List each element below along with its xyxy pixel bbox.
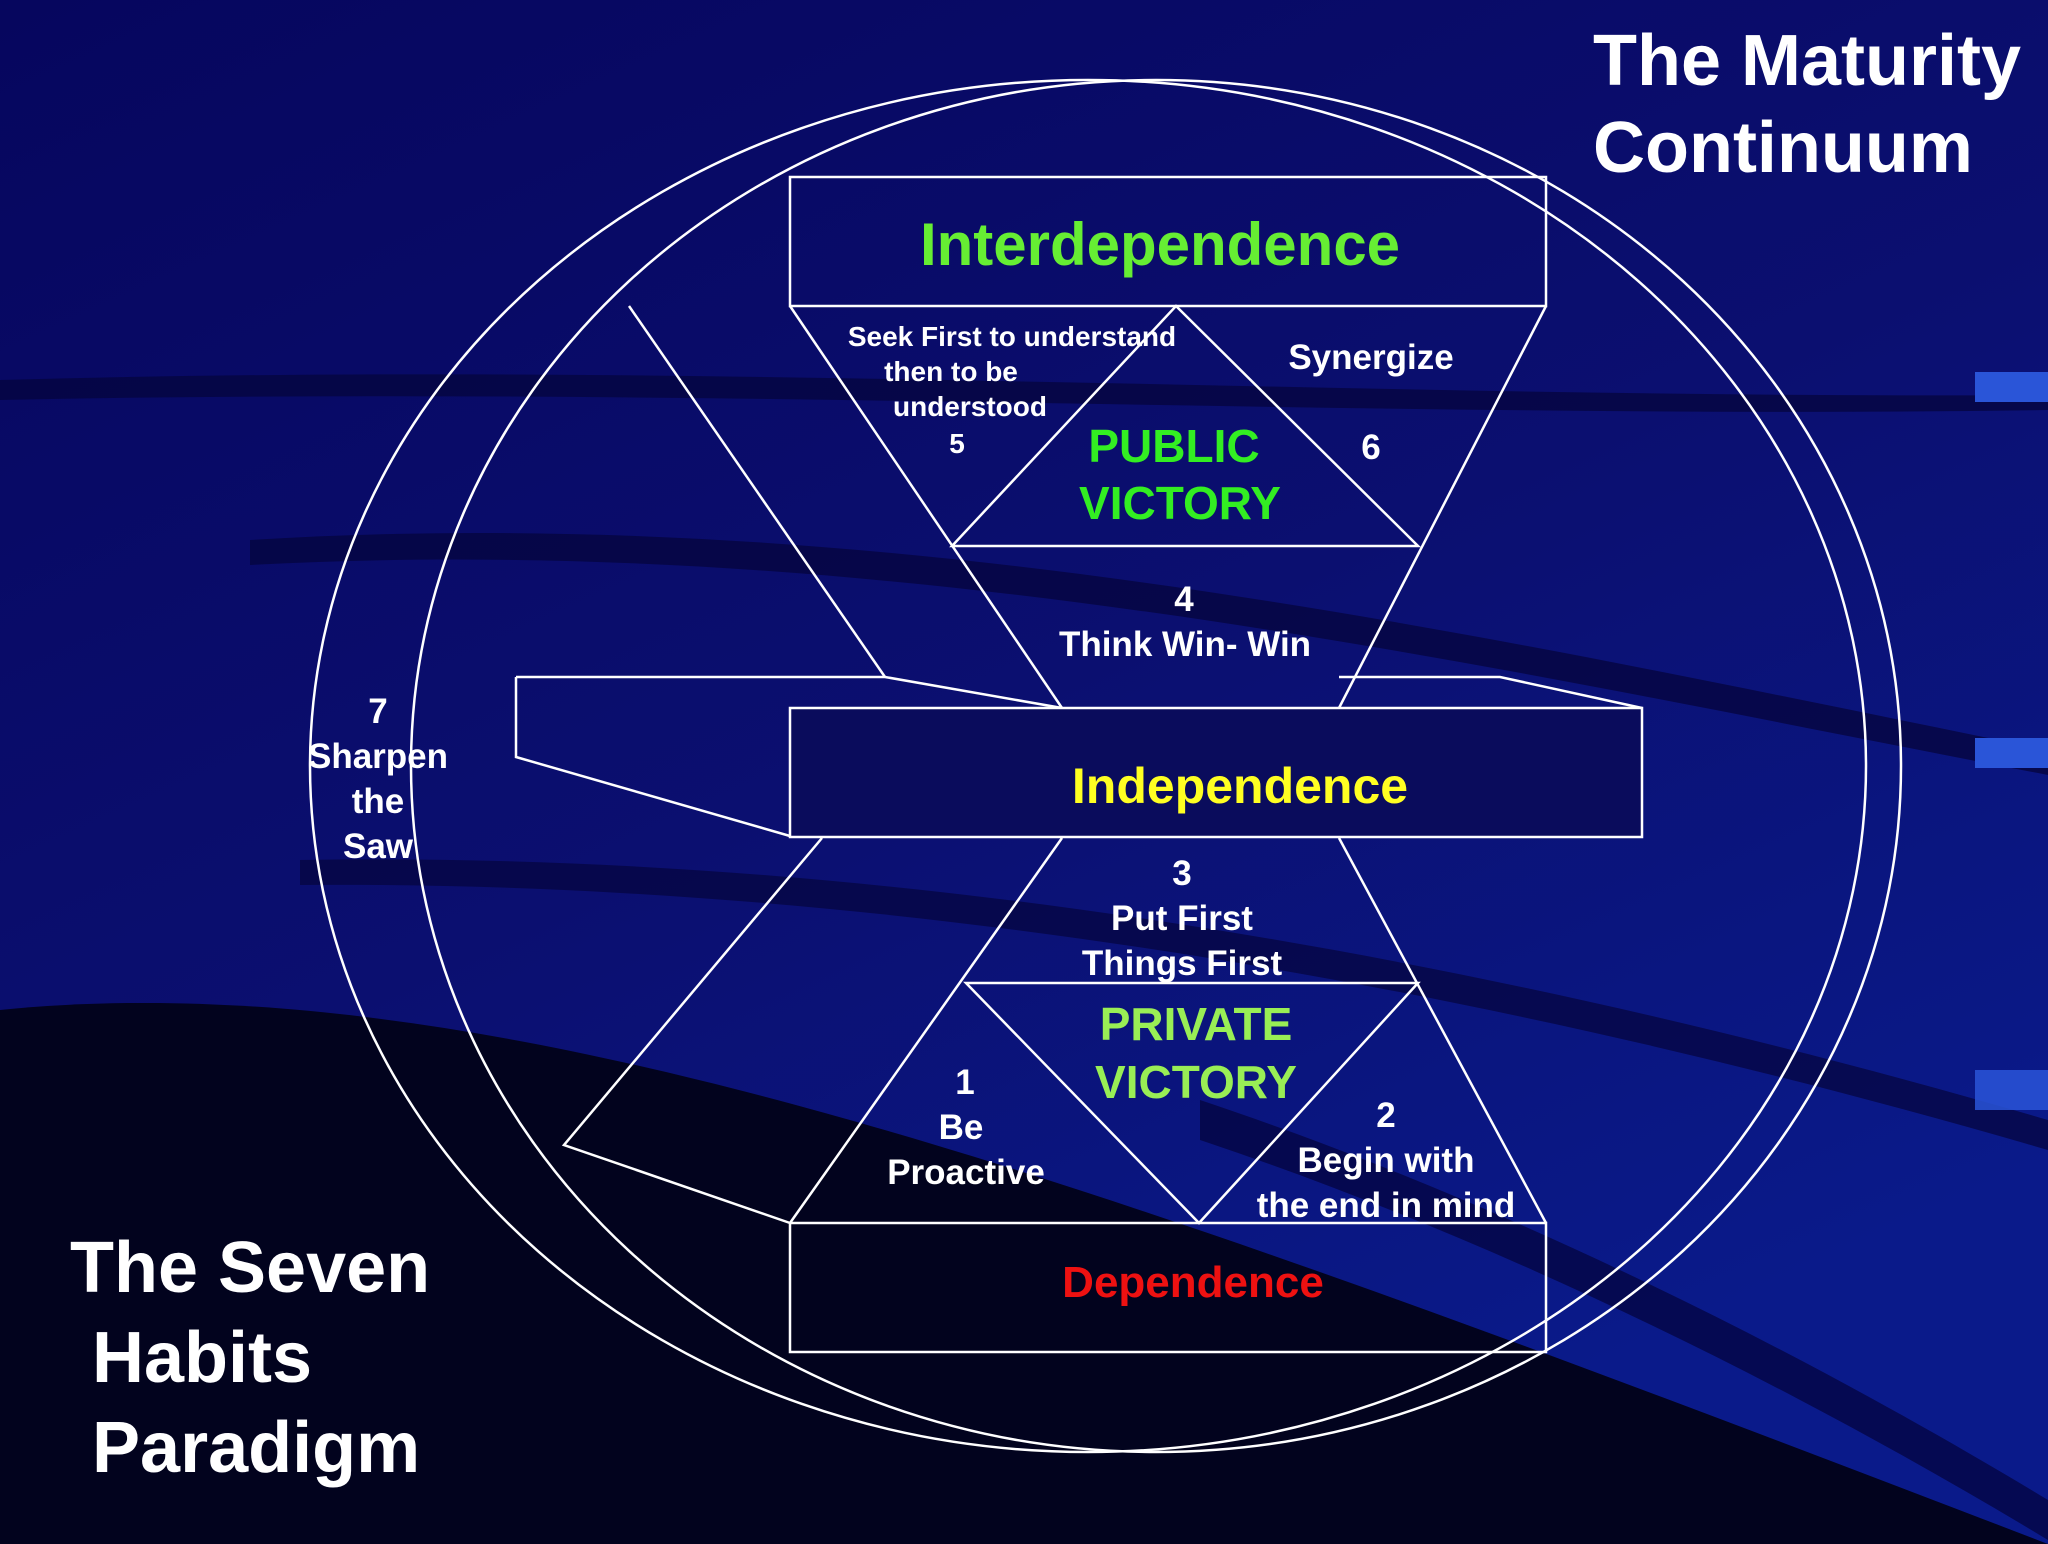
background-band-4 — [1200, 1100, 2048, 1540]
seven-habits-title-line2: Habits — [92, 1318, 312, 1398]
independence-box — [788, 706, 1644, 839]
habit2-line2: the end in mind — [1257, 1186, 1516, 1225]
maturity-title-line2: Continuum — [1593, 108, 1973, 188]
habit7-line1: Sharpen — [308, 737, 448, 776]
edge-marker-2 — [1975, 738, 2048, 768]
public-victory-line1: PUBLIC — [1088, 420, 1259, 472]
outer-circle-left — [308, 78, 1868, 1454]
habit5-number: 5 — [949, 428, 965, 459]
habit5-line3: understood — [893, 391, 1047, 422]
habit5-line1: Seek First to understand — [848, 321, 1176, 352]
background-dark-swoosh — [0, 1002, 2048, 1544]
edge-marker-1 — [1975, 372, 2048, 402]
public-victory-triangle — [949, 304, 1422, 548]
background-band-1 — [0, 374, 2048, 412]
habit7-line2: the — [352, 782, 405, 821]
habit6-label: Synergize — [1288, 338, 1453, 377]
private-victory-line1: PRIVATE — [1100, 998, 1293, 1050]
habit3-number: 3 — [1172, 854, 1191, 893]
interdependence-label: Interdependence — [920, 211, 1400, 278]
seven-habits-title-line3: Paradigm — [92, 1408, 420, 1488]
private-victory-triangle — [963, 981, 1421, 1225]
habit7-number: 7 — [368, 692, 387, 731]
habit2-number: 2 — [1376, 1096, 1395, 1135]
outer-circle-right — [409, 78, 1903, 1454]
background-band-2 — [250, 533, 2048, 775]
maturity-title-line1: The Maturity — [1593, 21, 2021, 101]
habit1-line2: Proactive — [887, 1153, 1045, 1192]
private-victory-line2: VICTORY — [1095, 1056, 1297, 1108]
hourglass-lower-right-edge — [1337, 837, 1548, 1224]
habit1-number: 1 — [955, 1063, 974, 1102]
habit4-label: Think Win- Win — [1059, 625, 1311, 664]
habit4-number: 4 — [1174, 580, 1194, 619]
habit5-line2: then to be — [884, 356, 1018, 387]
hourglass-upper-right-edge — [1337, 305, 1548, 709]
hourglass-left-lower — [561, 837, 823, 1225]
hourglass-lower-left-edge — [788, 837, 1064, 1224]
independence-label: Independence — [1072, 758, 1408, 814]
habit2-line1: Begin with — [1298, 1141, 1475, 1180]
dependence-label: Dependence — [1062, 1258, 1324, 1307]
habit6-number: 6 — [1361, 428, 1380, 467]
hourglass-left-upper — [627, 305, 887, 678]
edge-marker-3 — [1975, 1070, 2048, 1110]
habit1-line1: Be — [939, 1108, 984, 1147]
habit3-line2: Things First — [1082, 944, 1283, 983]
habit3-line1: Put First — [1111, 899, 1253, 938]
seven-habits-title-line1: The Seven — [70, 1228, 430, 1308]
dependence-box — [788, 1221, 1548, 1354]
public-victory-line2: VICTORY — [1079, 477, 1281, 529]
interdependence-box — [788, 175, 1548, 308]
hourglass-upper-left-edge — [788, 305, 1064, 709]
habit7-line3: Saw — [343, 827, 414, 866]
